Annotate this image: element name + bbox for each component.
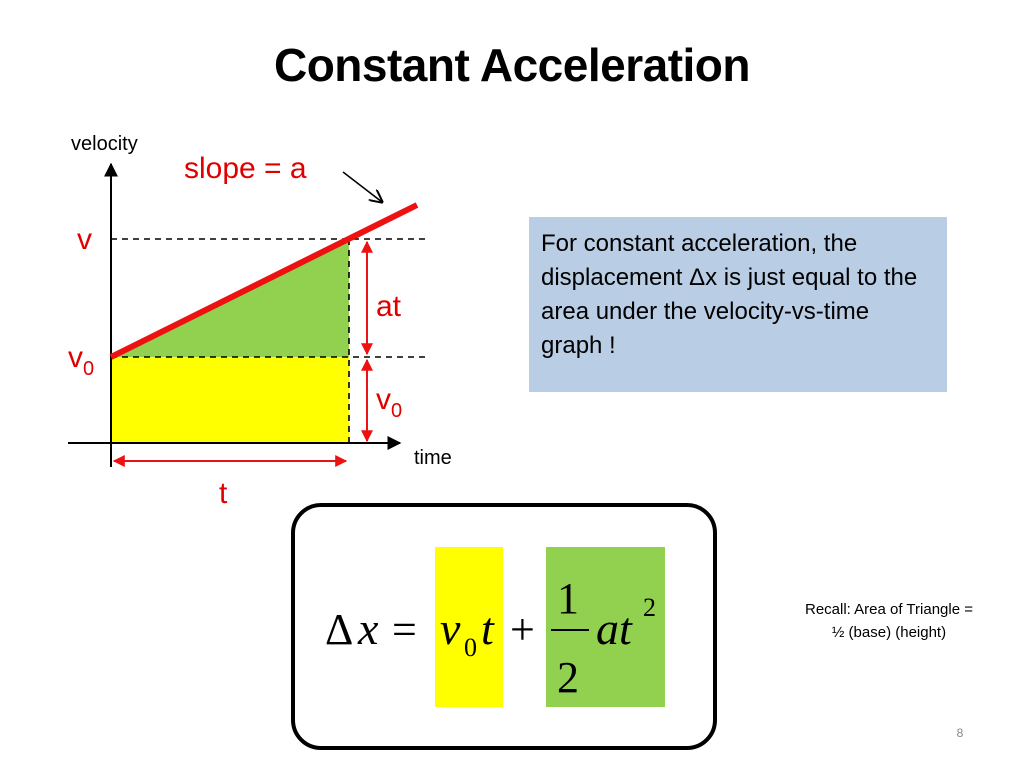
formula-delta: Δ [325, 605, 353, 654]
formula-sub0: 0 [464, 633, 477, 662]
formula-numerator: 1 [557, 574, 579, 623]
at-label: at [376, 290, 402, 323]
v0-right-label: v0 [376, 383, 402, 422]
slide-title: Constant Acceleration [273, 39, 751, 91]
recall-note: Recall: Area of Triangle = ½ (base) (hei… [770, 598, 1008, 644]
slope-pointer-arrow [342, 171, 382, 202]
formula-denominator: 2 [557, 653, 579, 702]
t-label: t [219, 477, 228, 510]
term2-highlight [546, 547, 665, 707]
formula-x: x [357, 603, 379, 654]
formula-at: at [596, 603, 633, 654]
term1-highlight [435, 547, 503, 707]
velocity-line [109, 202, 419, 360]
v-label: v [77, 223, 92, 256]
v0-label-sub: 0 [83, 358, 94, 380]
x-axis-label: time [414, 447, 452, 469]
formula-plus: + [510, 605, 535, 654]
page-number: 8 [956, 726, 964, 740]
recall-line-1: Recall: Area of Triangle = [804, 601, 973, 618]
v0-right-label-base: v [376, 383, 391, 416]
formula-equals: = [392, 605, 417, 654]
slope-label: slope = a [184, 152, 307, 185]
info-box: For constant acceleration, the displacem… [529, 217, 947, 392]
v0-label-base: v [68, 341, 83, 374]
formula-v: v [440, 603, 461, 654]
recall-line-2: ½ (base) (height) [831, 624, 947, 641]
formula-t: t [481, 603, 495, 654]
v0-right-label-sub: 0 [391, 400, 402, 422]
v0-label: v0 [68, 341, 94, 380]
formula-exponent: 2 [643, 593, 656, 622]
rectangle-area [111, 357, 349, 443]
y-axis-label: velocity [71, 133, 138, 155]
